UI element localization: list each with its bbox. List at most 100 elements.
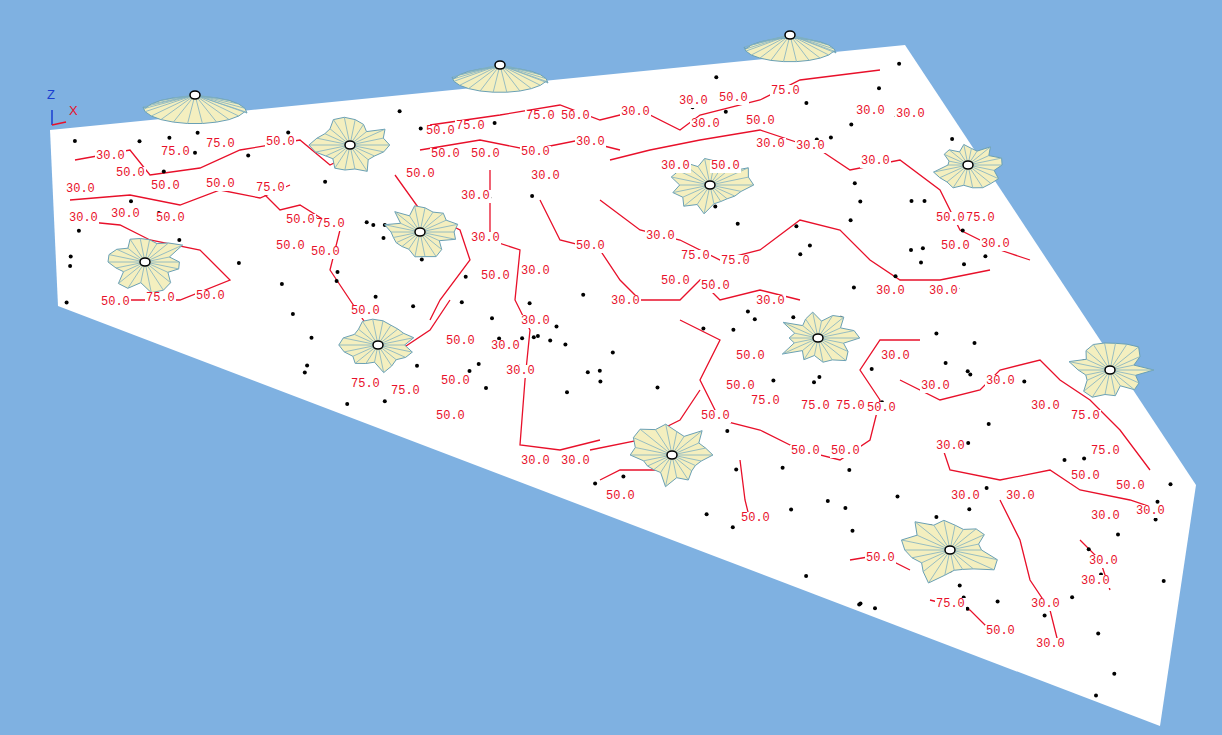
isoline-value: 50.0	[940, 240, 971, 253]
isoline-value: 50.0	[350, 305, 381, 318]
calc-point	[611, 351, 615, 355]
calc-point	[593, 481, 597, 485]
isoline-value: 30.0	[1030, 598, 1061, 611]
isoline-value: 50.0	[740, 512, 771, 525]
calc-point	[713, 205, 717, 209]
calc-point	[919, 261, 923, 265]
isoline-value: 75.0	[145, 292, 176, 305]
calc-point	[731, 525, 735, 529]
calc-point	[286, 131, 290, 135]
calc-point	[291, 312, 295, 316]
calc-point	[1162, 579, 1166, 583]
calc-point	[1087, 547, 1091, 551]
luminaire-symbol	[108, 239, 183, 293]
isoline-value: 75.0	[205, 138, 236, 151]
isoline-value: 75.0	[255, 182, 286, 195]
calc-point	[335, 279, 339, 283]
isoline-value: 30.0	[1088, 555, 1119, 568]
calc-point	[490, 316, 494, 320]
calc-point	[771, 379, 775, 383]
calc-point	[365, 220, 369, 224]
isoline-value: 30.0	[460, 190, 491, 203]
isoline-value: 50.0	[480, 270, 511, 283]
isoline-value: 30.0	[490, 340, 521, 353]
calc-point	[910, 199, 914, 203]
isoline-value: 30.0	[560, 455, 591, 468]
calc-point	[1154, 517, 1158, 521]
calc-point	[870, 367, 874, 371]
isoline-value: 75.0	[835, 400, 866, 413]
calc-point	[415, 364, 419, 368]
calc-point	[656, 386, 660, 390]
calc-point	[731, 328, 735, 332]
luminaire-symbol	[1069, 343, 1154, 397]
calc-point	[586, 370, 590, 374]
isoline-value: 50.0	[745, 115, 776, 128]
calc-point	[371, 223, 375, 227]
calc-point	[548, 339, 552, 343]
isoline-value: 30.0	[620, 106, 651, 119]
isoline-value: 75.0	[770, 85, 801, 98]
calc-point	[894, 274, 898, 278]
isoline-value: 30.0	[1080, 575, 1111, 588]
isoline-value: 75.0	[800, 400, 831, 413]
isoline-value: 50.0	[425, 125, 456, 138]
calc-point	[598, 379, 602, 383]
calc-point	[323, 180, 327, 184]
isoline-value: 50.0	[405, 168, 436, 181]
isoline-value: 30.0	[530, 170, 561, 183]
isoline-value: 30.0	[110, 208, 141, 221]
calc-point	[193, 151, 197, 155]
calc-point	[528, 301, 532, 305]
isoline-value: 30.0	[520, 265, 551, 278]
luminaire-symbol	[309, 117, 390, 171]
calc-point	[1022, 379, 1026, 383]
calc-point	[849, 122, 853, 126]
isoline-value: 50.0	[440, 375, 471, 388]
isoline-value: 50.0	[285, 214, 316, 227]
calc-point	[65, 300, 69, 304]
calc-point	[804, 101, 808, 105]
calc-point	[789, 507, 793, 511]
isoline-value: 75.0	[680, 250, 711, 263]
isoline-value: 75.0	[1070, 410, 1101, 423]
calc-point	[1094, 693, 1098, 697]
isoline-value: 30.0	[795, 140, 826, 153]
calc-point	[468, 369, 472, 373]
isoline-value: 30.0	[678, 95, 709, 108]
calc-point	[804, 574, 808, 578]
calc-point	[565, 390, 569, 394]
calc-point	[909, 248, 913, 252]
isoline-value: 30.0	[880, 350, 911, 363]
isolines	[70, 70, 1160, 650]
isoline-value: 30.0	[1035, 638, 1066, 651]
isoline-value: 50.0	[605, 490, 636, 503]
calc-point	[897, 62, 901, 66]
calc-point	[812, 380, 816, 384]
isoline-value: 50.0	[935, 212, 966, 225]
isoline-value: 50.0	[150, 180, 181, 193]
calc-point	[753, 317, 757, 321]
isoline-value: 30.0	[520, 315, 551, 328]
calc-point	[336, 270, 340, 274]
isoline-value: 50.0	[710, 160, 741, 173]
calc-point	[950, 137, 954, 141]
calc-point	[829, 135, 833, 139]
calc-point	[1116, 533, 1120, 537]
isoline-value: 50.0	[866, 402, 897, 415]
calc-point	[826, 499, 830, 503]
calc-point	[958, 584, 962, 588]
isoline-value: 75.0	[1090, 445, 1121, 458]
calc-point	[398, 109, 402, 113]
calc-point	[714, 75, 718, 79]
isoline-value: 50.0	[575, 240, 606, 253]
isoline-value: 30.0	[68, 212, 99, 225]
isoline-value: 30.0	[920, 380, 951, 393]
isoline-value: 75.0	[750, 395, 781, 408]
calc-point	[724, 110, 728, 114]
calc-point	[996, 600, 1000, 604]
calc-point	[734, 467, 738, 471]
calc-point	[411, 304, 415, 308]
